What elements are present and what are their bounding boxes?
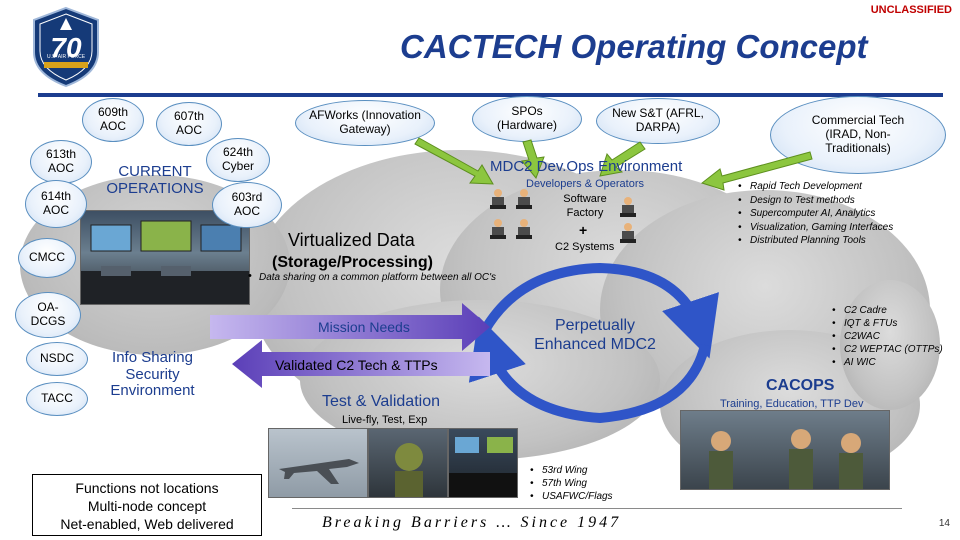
developer-icon-2	[516, 189, 532, 209]
test-validation-label: Test & Validation	[322, 393, 440, 410]
info-sharing-label: Info Sharing Security Environment	[110, 349, 195, 399]
commercial-bullet: Visualization, Gaming Interfaces	[738, 221, 893, 235]
current-operations-label: CURRENT OPERATIONS	[106, 163, 204, 197]
node-tacc: TACC	[26, 382, 88, 416]
mission-needs-label: Mission Needs	[318, 319, 410, 335]
new-st-arrow	[599, 141, 646, 177]
footer-tagline: Breaking Barriers … Since 1947	[322, 514, 622, 531]
classification-label: UNCLASSIFIED	[870, 4, 952, 16]
afworks-bubble: AFWorks (Innovation Gateway)	[295, 100, 435, 146]
af70-logo: 70 U.S. AIR FORCE	[26, 6, 106, 88]
wings-list: 53rd Wing 57th Wing USAFWC/Flags	[530, 464, 613, 503]
validated-label: Validated C2 Tech & TTPs	[275, 357, 438, 373]
cacops-bullet: C2 Cadre	[832, 304, 943, 317]
commercial-bullet: Rapid Tech Development	[738, 180, 893, 194]
afworks-arrow	[414, 137, 494, 185]
aircraft-photo	[268, 428, 368, 498]
title-underline	[38, 93, 943, 97]
wing-item: USAFWC/Flags	[530, 490, 613, 503]
node-oa-dcgs: OA-DCGS	[15, 292, 81, 338]
cacops-title: CACOPS	[766, 377, 835, 394]
developer-icon-4	[516, 219, 532, 239]
developer-icon-3	[490, 219, 506, 239]
cacops-bullet: C2 WEPTAC (OTTPs)	[832, 343, 943, 356]
operator-icons	[620, 197, 636, 243]
cacops-bullet: C2WAC	[832, 330, 943, 343]
developer-icon-1	[490, 189, 506, 209]
commercial-bullet: Design to Test methods	[738, 194, 893, 208]
commercial-bullet: Supercomputer AI, Analytics	[738, 207, 893, 221]
cacops-subtitle: Training, Education, TTP Dev	[720, 398, 864, 410]
software-factory-label: Software Factory	[563, 193, 607, 219]
footer-rule	[292, 508, 902, 509]
commercial-bullet: Distributed Planning Tools	[738, 234, 893, 248]
devops-title: MDC2 Dev.Ops Environment	[490, 158, 683, 175]
virtualized-data-subtitle: (Storage/Processing)	[272, 254, 433, 271]
operator-icon-2	[620, 223, 636, 243]
node-609th-aoc: 609th AOC	[82, 98, 144, 142]
wing-item: 53rd Wing	[530, 464, 613, 477]
logo-number: 70	[50, 32, 82, 63]
live-fly-label: Live-fly, Test, Exp	[342, 414, 428, 426]
plus-sign: +	[579, 222, 588, 238]
node-nsdc: NSDC	[26, 342, 88, 376]
page-number: 14	[938, 518, 950, 529]
functions-line-1: Functions not locations	[75, 480, 219, 496]
developers-operators-label: Developers & Operators	[526, 178, 644, 190]
pilot-photo	[368, 428, 448, 498]
cacops-bullet: AI WIC	[832, 356, 943, 369]
ops-center-photo	[80, 210, 250, 305]
c2-systems-label: C2 Systems	[555, 241, 615, 253]
virtualized-bullet-marker: •	[248, 270, 252, 282]
validated-arrow	[232, 340, 490, 388]
functions-box: Functions not locations Multi-node conce…	[32, 474, 262, 536]
operator-icon-1	[620, 197, 636, 217]
commercial-arrow	[700, 151, 813, 191]
training-photo	[680, 410, 890, 490]
perpetually-enhanced-label: Perpetually Enhanced MDC2	[534, 317, 656, 354]
virtualized-data-title: Virtualized Data	[288, 230, 415, 250]
mission-needs-arrow	[210, 303, 490, 351]
commercial-bullets: Rapid Tech Development Design to Test me…	[738, 180, 893, 248]
functions-line-3: Net-enabled, Web delivered	[60, 516, 234, 532]
node-624th-cyber: 624th Cyber	[206, 138, 270, 182]
node-607th-aoc: 607th AOC	[156, 102, 222, 146]
developer-icons	[490, 189, 532, 239]
functions-line-2: Multi-node concept	[87, 498, 207, 514]
command-center-photo	[448, 428, 518, 498]
cacops-bullets: C2 Cadre IQT & FTUs C2WAC C2 WEPTAC (OTT…	[832, 304, 943, 369]
data-sharing-note: Data sharing on a common platform betwee…	[259, 272, 497, 283]
logo-caption: U.S. AIR FORCE	[46, 54, 86, 60]
page-title: CACTECH Operating Concept	[400, 28, 868, 65]
spos-arrow	[521, 139, 545, 179]
node-603rd-aoc: 603rd AOC	[212, 182, 282, 228]
wing-item: 57th Wing	[530, 477, 613, 490]
loop-arc-bottom	[468, 316, 710, 424]
commercial-tech-bubble: Commercial Tech (IRAD, Non-Traditionals)	[770, 96, 946, 174]
loop-arc-top	[480, 262, 719, 359]
node-cmcc: CMCC	[18, 238, 76, 278]
new-st-bubble: New S&T (AFRL, DARPA)	[596, 98, 720, 144]
node-614th-aoc: 614th AOC	[25, 180, 87, 228]
cacops-bullet: IQT & FTUs	[832, 317, 943, 330]
